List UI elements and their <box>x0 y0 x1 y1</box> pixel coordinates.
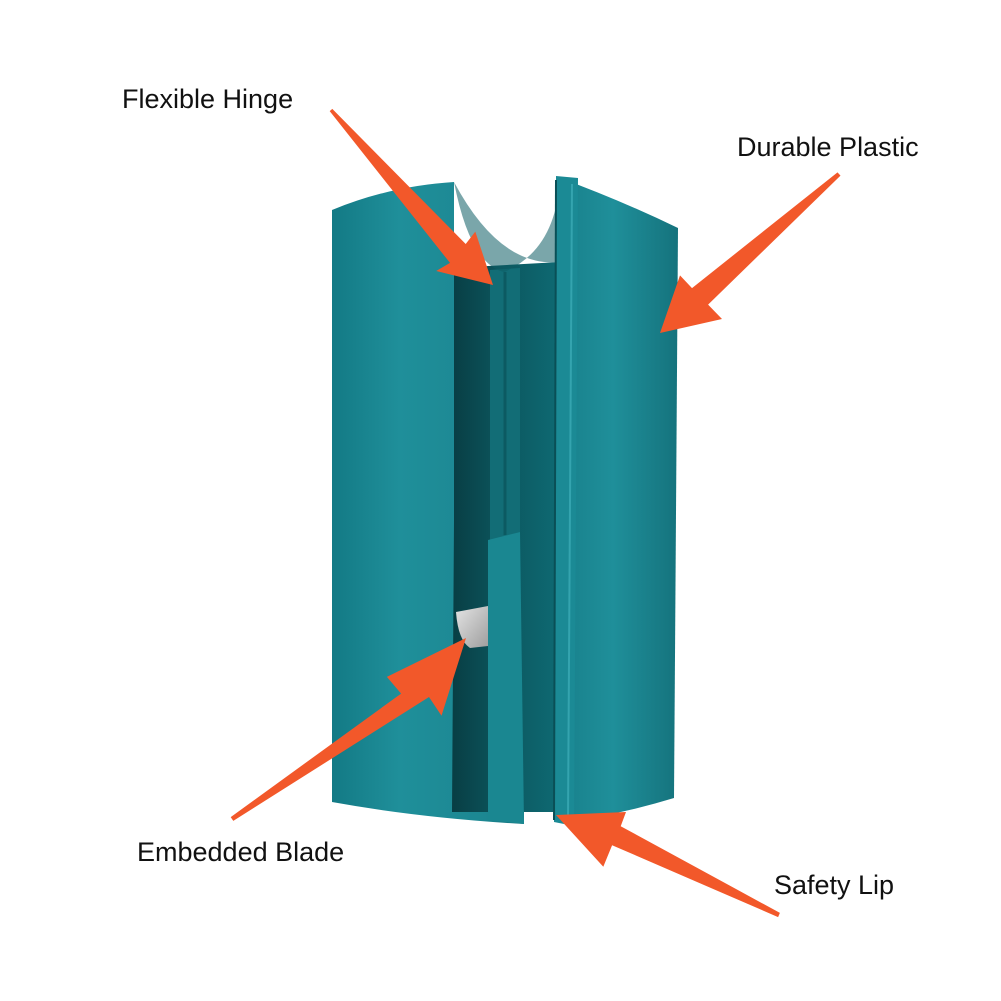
durable-plastic-arrow <box>660 172 841 333</box>
embedded-blade-arrow <box>230 638 466 821</box>
embedded-blade <box>456 606 488 648</box>
safety-lip-highlight <box>567 183 573 821</box>
embedded-blade-label: Embedded Blade <box>137 837 345 867</box>
flexible-hinge-arrow <box>329 108 493 286</box>
safety-lip-edge <box>553 179 557 821</box>
safety-lip-label: Safety Lip <box>774 870 895 900</box>
tube-lower-flap <box>488 532 524 824</box>
tube-left-panel <box>332 182 524 824</box>
safety-lip-arrow <box>556 812 780 918</box>
flexible-hinge-label: Flexible Hinge <box>122 84 294 114</box>
durable-plastic-label: Durable Plastic <box>737 132 919 162</box>
safety-lip-ridge <box>554 176 578 826</box>
tube-right-panel <box>560 178 678 822</box>
